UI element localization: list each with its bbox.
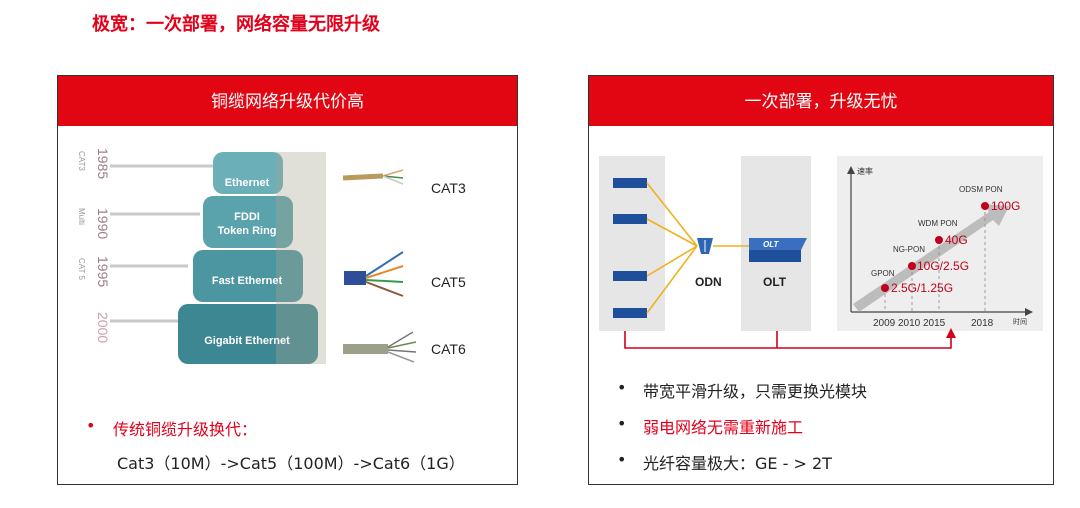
fiber-bullet-1: 带宽平滑升级，只需更换光模块 — [643, 382, 868, 401]
cable-cat6-icon — [343, 331, 417, 363]
x-tick-2009: 2009 — [873, 318, 896, 329]
layer-gigabit-ethernet: Gigabit Ethernet — [204, 335, 290, 347]
x-tick-2018: 2018 — [971, 318, 994, 329]
cable-label-cat5: CAT5 — [431, 274, 466, 290]
year-1995: 1995 — [95, 256, 111, 287]
year-1990: 1990 — [95, 208, 111, 239]
fiber-bullet-3: 光纤容量极大：GE - > 2T — [643, 454, 832, 473]
bullet-dot: • — [86, 416, 96, 435]
year-1985: 1985 — [95, 148, 111, 179]
tag-cat3: CAT3 — [77, 151, 86, 171]
axis-x-label: 时间 — [1013, 317, 1027, 326]
fiber-panel-header: 一次部署，升级无忧 — [589, 76, 1053, 126]
splitter-icon — [697, 238, 713, 254]
olt-badge: OLT — [763, 240, 780, 249]
bullet-dot: • — [617, 450, 627, 469]
layer-ethernet: Ethernet — [225, 177, 270, 189]
olt-device-icon: OLT — [749, 238, 807, 262]
x-tick-2010: 2010 — [898, 318, 921, 329]
pon-ngpon: NG-PON — [893, 245, 925, 254]
layer-fast-ethernet: Fast Ethernet — [212, 275, 283, 287]
page-title: 极宽：一次部署，网络容量无限升级 — [92, 14, 380, 35]
x-tick-2015: 2015 — [923, 318, 946, 329]
cable-cat3-icon — [342, 169, 404, 185]
copper-bullet-detail: Cat3（10M）->Cat5（100M）->Cat6（1G） — [117, 454, 465, 473]
fiber-panel: 一次部署，升级无忧 OLT — [588, 75, 1054, 485]
copper-panel: 铜缆网络升级代价高 1985 1990 1995 2000 CAT3 Multi… — [57, 75, 518, 485]
tag-multi: Multi — [77, 208, 86, 225]
olt-label: OLT — [763, 275, 787, 289]
axis-y-label: 速率 — [857, 166, 873, 176]
pon-wdm: WDM PON — [918, 219, 958, 228]
layer-token-ring: Token Ring — [217, 225, 276, 237]
rate-2-5g: 2.5G/1.25G — [891, 281, 953, 295]
fiber-bullet-2: 弱电网络无需重新施工 — [643, 418, 804, 437]
cable-cat5-icon — [344, 251, 404, 297]
odn-label: ODN — [695, 275, 722, 289]
year-2000: 2000 — [95, 312, 111, 343]
rate-10g: 10G/2.5G — [917, 259, 969, 273]
pon-odsm: ODSM PON — [959, 185, 1003, 194]
bullet-dot: • — [617, 414, 627, 433]
upgrade-bracket — [624, 331, 952, 349]
cable-label-cat3: CAT3 — [431, 180, 466, 196]
cable-label-cat6: CAT6 — [431, 341, 466, 357]
ont-device-icon — [613, 178, 647, 318]
rate-40g: 40G — [945, 233, 968, 247]
pon-upgrade-diagram: OLT ODN OLT 速率 时间 GPON — [599, 156, 1043, 349]
rate-100g: 100G — [991, 199, 1020, 213]
bullet-dot: • — [617, 378, 627, 397]
layer-fddi: FDDI — [234, 211, 260, 223]
ethernet-evolution-diagram: 1985 1990 1995 2000 CAT3 Multi CAT 5 Eth… — [77, 148, 417, 364]
copper-panel-header: 铜缆网络升级代价高 — [58, 76, 517, 126]
copper-bullet-heading: 传统铜缆升级换代： — [113, 420, 258, 439]
pon-gpon: GPON — [871, 269, 895, 278]
tag-cat5: CAT 5 — [77, 258, 86, 280]
